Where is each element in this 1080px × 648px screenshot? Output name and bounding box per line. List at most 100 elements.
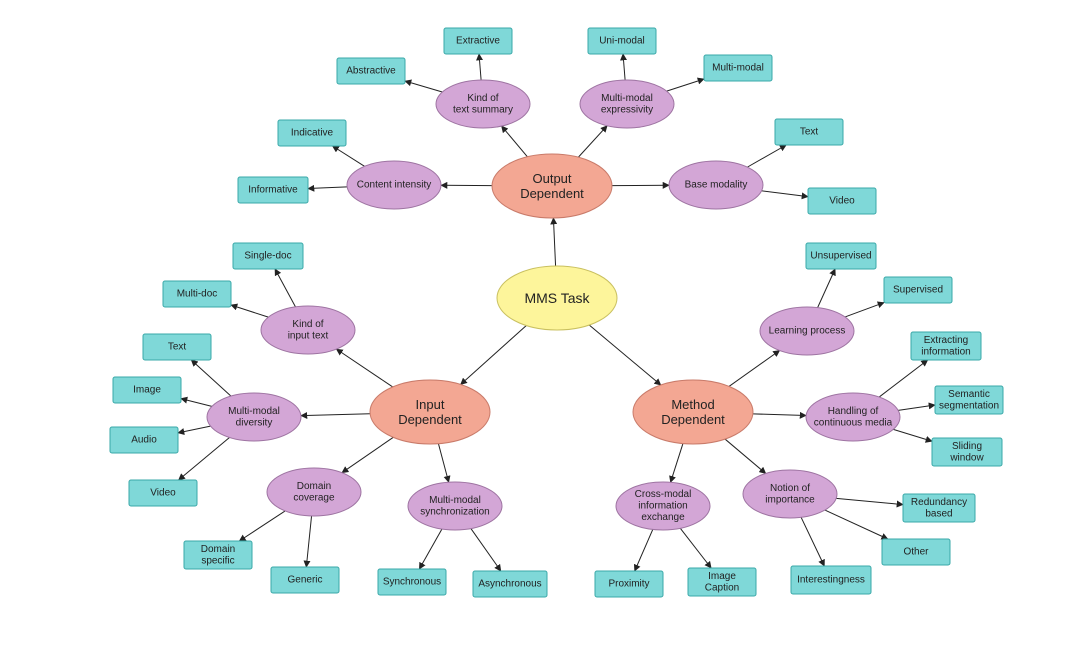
node-label-multimodal-expressivity: Multi-modal [601, 93, 653, 104]
edge-method-dependent-to-notion-of-importance [725, 439, 766, 473]
node-text-in: Text [143, 334, 211, 360]
node-content-intensity: Content intensity [347, 161, 441, 209]
node-label-extracting-information: information [921, 346, 970, 357]
node-multi-modal: Multi-modal [704, 55, 772, 81]
node-label-video-out: Video [829, 196, 855, 207]
node-label-handling-continuous-media: Handling of [828, 406, 879, 417]
edge-notion-of-importance-to-redundancy-based [836, 498, 903, 504]
node-label-multimodal-expressivity: expressivity [601, 104, 653, 115]
node-informative: Informative [238, 177, 308, 203]
node-label-multi-modal: Multi-modal [712, 63, 764, 74]
edge-mms-task-to-output-dependent [553, 218, 555, 266]
node-uni-modal: Uni-modal [588, 28, 656, 54]
node-label-domain-specific: Domain [201, 544, 235, 555]
node-label-unsupervised: Unsupervised [810, 251, 871, 262]
node-label-multimodal-diversity: diversity [236, 417, 273, 428]
node-label-synchronous: Synchronous [383, 577, 441, 588]
node-label-handling-continuous-media: continuous media [814, 417, 893, 428]
node-generic: Generic [271, 567, 339, 593]
node-asynchronous: Asynchronous [473, 571, 547, 597]
node-indicative: Indicative [278, 120, 346, 146]
node-label-domain-coverage: Domain [297, 481, 331, 492]
node-label-mms-task: MMS Task [524, 290, 590, 306]
node-label-sliding-window: Sliding [952, 441, 982, 452]
edge-handling-continuous-media-to-extracting-information [879, 360, 928, 397]
node-label-input-dependent: Dependent [398, 412, 462, 427]
edge-method-dependent-to-learning-process [729, 350, 780, 386]
node-label-redundancy-based: Redundancy [911, 497, 967, 508]
node-label-multi-doc: Multi-doc [177, 289, 218, 300]
node-multi-doc: Multi-doc [163, 281, 231, 307]
node-extractive: Extractive [444, 28, 512, 54]
node-label-single-doc: Single-doc [244, 251, 291, 262]
node-label-base-modality: Base modality [685, 180, 748, 191]
edge-content-intensity-to-informative [308, 187, 347, 189]
edge-multimodal-diversity-to-text-in [191, 360, 231, 396]
edge-learning-process-to-supervised [845, 303, 884, 317]
edge-cross-modal-exchange-to-image-caption [680, 528, 711, 568]
node-label-method-dependent: Dependent [661, 412, 725, 427]
node-label-text-in: Text [168, 342, 187, 353]
edge-input-dependent-to-multimodal-diversity [301, 414, 370, 416]
edge-kind-of-input-text-to-single-doc [275, 269, 295, 307]
node-label-semantic-segmentation: Semantic [948, 389, 990, 400]
edge-base-modality-to-text-out [747, 145, 786, 167]
node-label-audio-in: Audio [131, 435, 157, 446]
edge-multimodal-synchronization-to-asynchronous [471, 529, 501, 571]
edge-multimodal-diversity-to-image-in [181, 399, 212, 407]
edge-multimodal-expressivity-to-multi-modal [667, 79, 704, 91]
node-label-interestingness: Interestingness [797, 575, 865, 586]
node-label-asynchronous: Asynchronous [478, 579, 541, 590]
node-other: Other [882, 539, 950, 565]
node-label-other: Other [903, 547, 929, 558]
node-label-kind-of-text-summary: text summary [453, 104, 513, 115]
edge-multimodal-expressivity-to-uni-modal [623, 54, 625, 80]
edge-output-dependent-to-multimodal-expressivity [578, 126, 607, 157]
edge-learning-process-to-unsupervised [818, 269, 836, 308]
node-label-output-dependent: Dependent [520, 186, 584, 201]
node-unsupervised: Unsupervised [806, 243, 876, 269]
node-label-notion-of-importance: Notion of [770, 483, 810, 494]
node-image-in: Image [113, 377, 181, 403]
edge-domain-coverage-to-generic [306, 516, 311, 567]
node-label-supervised: Supervised [893, 285, 943, 296]
node-label-multimodal-diversity: Multi-modal [228, 406, 280, 417]
node-label-image-caption: Image [708, 571, 736, 582]
node-label-proximity: Proximity [608, 579, 649, 590]
edge-mms-task-to-method-dependent [589, 325, 661, 385]
node-mms-task: MMS Task [497, 266, 617, 330]
node-video-in: Video [129, 480, 197, 506]
node-label-abstractive: Abstractive [346, 66, 396, 77]
node-label-generic: Generic [287, 575, 322, 586]
node-single-doc: Single-doc [233, 243, 303, 269]
edge-domain-coverage-to-domain-specific [239, 511, 285, 541]
edge-base-modality-to-video-out [762, 191, 808, 197]
node-label-sliding-window: window [949, 452, 984, 463]
node-label-kind-of-input-text: input text [288, 330, 329, 341]
node-label-cross-modal-exchange: information [638, 501, 687, 512]
edge-input-dependent-to-domain-coverage [342, 437, 393, 472]
node-text-out: Text [775, 119, 843, 145]
node-label-extracting-information: Extracting [924, 335, 968, 346]
node-label-notion-of-importance: importance [765, 494, 815, 505]
node-label-uni-modal: Uni-modal [599, 36, 645, 47]
node-interestingness: Interestingness [791, 566, 871, 594]
edge-method-dependent-to-cross-modal-exchange [671, 444, 683, 483]
node-label-cross-modal-exchange: exchange [641, 512, 685, 523]
edge-handling-continuous-media-to-sliding-window [893, 429, 932, 441]
